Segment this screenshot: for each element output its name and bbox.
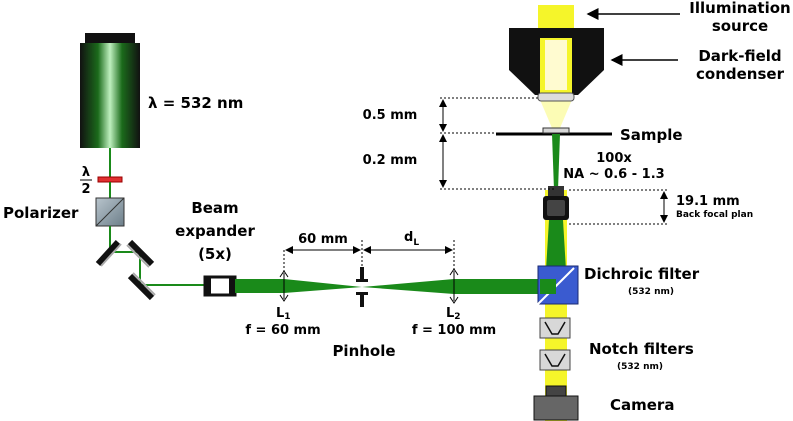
- label-pinhole: Pinhole: [332, 342, 395, 360]
- label-back-focal: Back focal plan: [676, 210, 753, 220]
- label-darkfield-2: condenser: [696, 65, 785, 83]
- label-beam-expander-1: Beam: [191, 199, 238, 217]
- label-wavelength: λ = 532 nm: [148, 94, 243, 112]
- expanded-beam-lens1: [235, 279, 362, 293]
- sample-specimen: [542, 127, 570, 134]
- objective-inner: [547, 200, 565, 216]
- notch-filter-2: [539, 349, 571, 371]
- laser-body: [80, 43, 140, 148]
- label-lens2: L2: [446, 306, 461, 322]
- expanded-beam-lens2: [362, 279, 540, 294]
- objective-top: [548, 186, 564, 196]
- polarizer-diagonal: [95, 197, 125, 227]
- beam-expander-left-cap: [205, 277, 211, 295]
- label-objective-mag: 100x: [596, 151, 632, 166]
- notch-filter-1: [539, 317, 571, 339]
- laser-cap: [85, 33, 135, 43]
- half-wave-plate: [97, 176, 123, 183]
- label-illumination-2: source: [712, 17, 768, 35]
- label-dichroic-wl: (532 nm): [628, 287, 674, 297]
- label-dist-02: 0.2 mm: [363, 153, 418, 168]
- label-objective-na: NA ~ 0.6 - 1.3: [563, 167, 664, 182]
- green-beam-vertical: [546, 220, 566, 270]
- label-polarizer: Polarizer: [3, 204, 79, 222]
- mirror-2: [126, 239, 155, 268]
- label-darkfield-1: Dark-field: [698, 47, 781, 65]
- camera-mount: [545, 385, 567, 397]
- label-beam-expander-2: expander: [175, 222, 255, 240]
- label-lens1-f: f = 60 mm: [245, 323, 320, 338]
- label-dist-191: 19.1 mm: [676, 194, 740, 209]
- label-dist-dl: dL: [404, 230, 419, 248]
- label-halfwave-den: 2: [81, 182, 90, 197]
- beam-in-dichroic: [540, 279, 556, 294]
- condenser-cone-beam: [538, 95, 574, 128]
- condenser-lens: [537, 92, 575, 102]
- green-beam-objective: [552, 134, 560, 190]
- label-illumination-1: Illumination: [689, 0, 790, 17]
- label-sample: Sample: [620, 126, 683, 144]
- label-camera: Camera: [610, 396, 674, 414]
- label-notch-wl: (532 nm): [617, 362, 663, 372]
- label-lens1: L1: [276, 306, 291, 322]
- beam-expander-right-cap: [229, 277, 235, 295]
- camera-body: [533, 395, 579, 421]
- label-dist-60: 60 mm: [298, 232, 348, 247]
- pinhole: [356, 267, 368, 307]
- label-notch: Notch filters: [589, 340, 694, 358]
- label-dichroic: Dichroic filter: [584, 265, 700, 283]
- label-beam-expander-3: (5x): [198, 245, 232, 263]
- mirror-3: [127, 272, 156, 301]
- label-dist-05: 0.5 mm: [363, 108, 418, 123]
- mirror-1: [95, 239, 122, 267]
- label-halfwave-num: λ: [82, 165, 90, 180]
- condenser-inner-glow: [545, 40, 567, 90]
- label-lens2-f: f = 100 mm: [412, 323, 496, 338]
